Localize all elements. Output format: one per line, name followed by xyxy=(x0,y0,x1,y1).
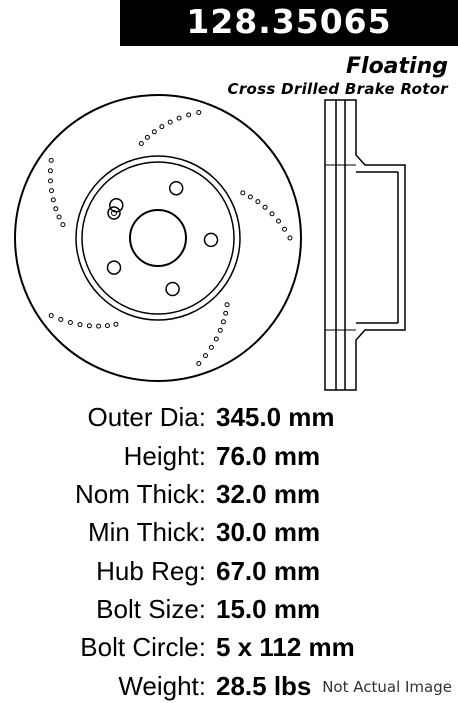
drill-hole xyxy=(60,222,66,228)
drill-hole xyxy=(203,353,208,359)
drill-hole xyxy=(48,313,54,319)
spec-label: Nom Thick: xyxy=(75,479,206,509)
drill-hole xyxy=(186,112,192,118)
drill-hole xyxy=(255,199,261,205)
spec-row-weight: Weight: 28.5 lbs xyxy=(0,669,458,703)
rotor-drawing xyxy=(14,94,406,391)
drill-hole xyxy=(86,323,92,329)
spec-label: Outer Dia: xyxy=(87,402,207,432)
drill-hole xyxy=(287,235,293,241)
spec-row-bolt-circle: Bolt Circle: 5 x 112 mm xyxy=(0,630,458,664)
drill-hole xyxy=(217,327,223,333)
bolt-holes xyxy=(106,180,219,297)
drill-hole xyxy=(58,317,64,322)
spec-value: 32.0 mm xyxy=(216,479,321,509)
spec-row-hub-reg: Hub Reg: 67.0 mm xyxy=(0,554,458,588)
drill-hole xyxy=(269,211,275,217)
drill-hole xyxy=(50,197,56,203)
drill-hole xyxy=(167,119,173,125)
drill-hole xyxy=(47,168,53,174)
drill-hole xyxy=(49,188,54,194)
drill-hole xyxy=(196,361,202,366)
drill-hole xyxy=(151,129,157,135)
bolt-hole xyxy=(106,260,122,275)
spec-label: Bolt Size: xyxy=(96,594,206,624)
drill-hole xyxy=(48,178,53,184)
spec-value: 30.0 mm xyxy=(216,517,321,547)
drill-hole xyxy=(96,323,102,329)
drill-hole xyxy=(48,157,54,163)
drill-hole xyxy=(276,218,281,224)
spec-value: 345.0 mm xyxy=(216,402,335,432)
drill-hole xyxy=(53,206,59,212)
bolt-hole xyxy=(165,281,180,297)
watermark-text: Not Actual Image xyxy=(322,678,452,696)
drill-hole xyxy=(223,310,229,316)
cross-drill-holes xyxy=(47,110,293,366)
spec-row-bolt-size: Bolt Size: 15.0 mm xyxy=(0,592,458,626)
spec-label: Hub Reg: xyxy=(96,556,206,586)
drill-hole xyxy=(176,115,182,121)
spec-label: Min Thick: xyxy=(88,517,206,547)
locator-hole-inner xyxy=(111,210,117,216)
spec-label: Height: xyxy=(123,441,206,471)
drill-hole xyxy=(67,320,73,325)
spec-value: 5 x 112 mm xyxy=(216,632,355,662)
drill-hole xyxy=(282,226,287,232)
product-type-line1: Floating xyxy=(346,54,448,79)
drill-hole xyxy=(159,124,165,130)
spec-label: Weight: xyxy=(118,671,206,701)
spec-value: 28.5 lbs xyxy=(216,671,312,701)
drill-hole xyxy=(196,110,202,115)
spec-row-min-thick: Min Thick: 30.0 mm xyxy=(0,515,458,549)
part-number-banner: 128.35065 xyxy=(120,0,458,46)
bolt-hole xyxy=(168,180,184,196)
spec-value: 15.0 mm xyxy=(216,594,321,624)
spec-row-outer-dia: Outer Dia: 345.0 mm xyxy=(0,400,458,434)
spec-value: 67.0 mm xyxy=(216,556,321,586)
drill-hole xyxy=(213,336,219,342)
rotor-hat-outer xyxy=(75,155,241,321)
drill-hole xyxy=(247,194,253,200)
rotor-outer-edge xyxy=(14,94,302,382)
spec-label: Bolt Circle: xyxy=(80,632,206,662)
drill-hole xyxy=(224,302,230,308)
spec-value: 76.0 mm xyxy=(216,441,321,471)
center-bore xyxy=(129,209,187,267)
spec-row-nom-thick: Nom Thick: 32.0 mm xyxy=(0,477,458,511)
drill-hole xyxy=(144,134,150,140)
locator-hole xyxy=(107,206,121,220)
drill-hole xyxy=(104,323,110,329)
bolt-hole xyxy=(109,198,124,213)
product-type-line2: Cross Drilled Brake Rotor xyxy=(227,80,448,98)
drill-hole xyxy=(240,190,246,196)
drill-hole xyxy=(208,344,214,350)
drill-hole xyxy=(56,214,62,220)
drill-hole xyxy=(138,141,144,146)
drill-hole xyxy=(113,321,119,327)
drill-hole xyxy=(77,322,83,328)
rotor-hat-inner xyxy=(81,161,235,315)
spec-row-height: Height: 76.0 mm xyxy=(0,439,458,473)
drill-hole xyxy=(220,319,226,325)
bolt-hole xyxy=(203,232,219,248)
rotor-side-profile xyxy=(324,99,406,391)
rotor-front-view xyxy=(14,94,302,382)
drill-hole xyxy=(262,204,268,210)
